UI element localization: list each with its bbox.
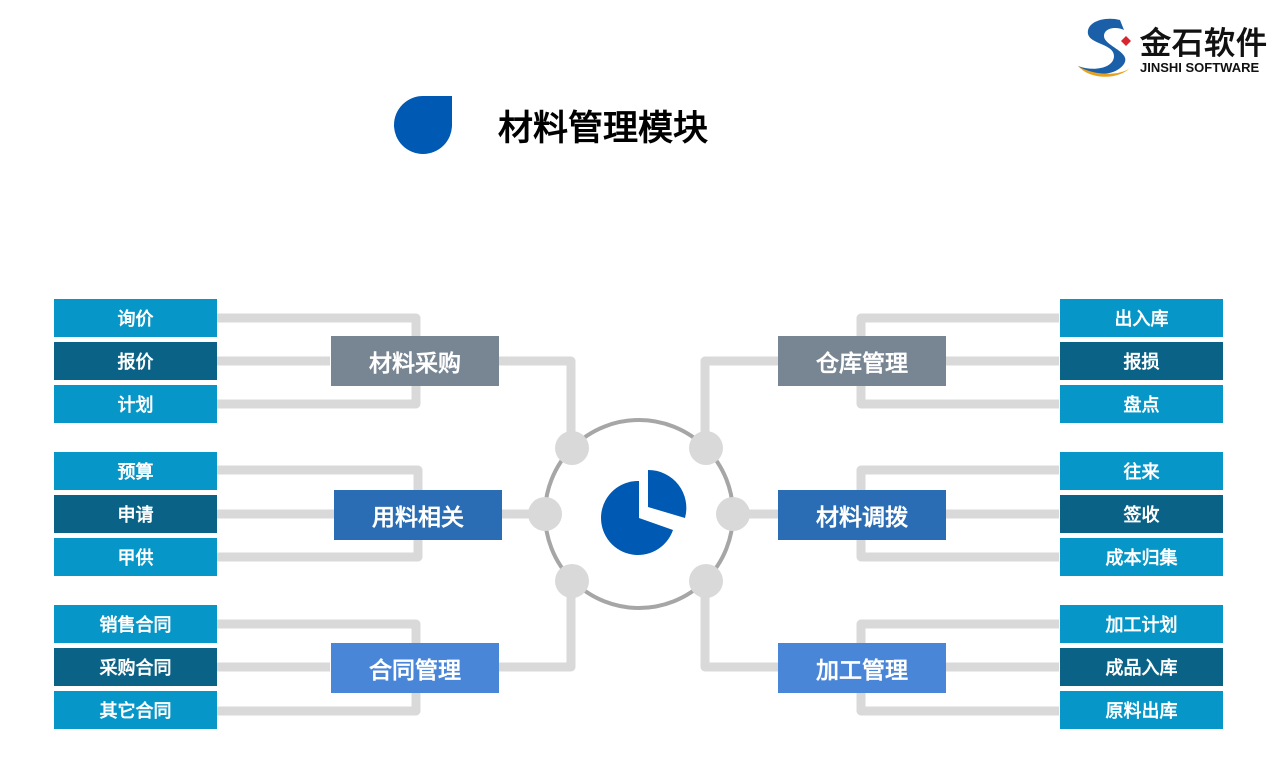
- leaf-item-cost-collection: 成本归集: [1060, 538, 1223, 576]
- leaf-item-transactions: 往来: [1060, 452, 1223, 490]
- leaf-item-purchase-contract: 采购合同: [54, 648, 217, 686]
- ring-node: [689, 564, 723, 598]
- leaf-item-in-out-stock: 出入库: [1060, 299, 1223, 337]
- ring-node: [555, 431, 589, 465]
- leaf-item-receipt: 签收: [1060, 495, 1223, 533]
- ring-node: [528, 497, 562, 531]
- leaf-item-plan: 计划: [54, 385, 217, 423]
- ring-node: [716, 497, 750, 531]
- logo-name: 金石软件: [1140, 26, 1268, 62]
- leaf-item-finished-goods-in: 成品入库: [1060, 648, 1223, 686]
- leaf-item-other-contract: 其它合同: [54, 691, 217, 729]
- leaf-item-damage-report: 报损: [1060, 342, 1223, 380]
- connector-line: [499, 356, 576, 449]
- connector-line: [700, 581, 778, 672]
- connector-line: [499, 581, 576, 672]
- jinshi-s-logo-icon: [1078, 18, 1131, 77]
- hub-material-purchase: 材料采购: [331, 336, 499, 386]
- droplet-icon: [394, 96, 452, 154]
- hub-material-usage: 用料相关: [334, 490, 502, 540]
- pie-chart-icon: [601, 469, 687, 555]
- company-logo: 金石软件 JINSHI SOFTWARE: [1074, 16, 1268, 82]
- hub-warehouse-management: 仓库管理: [778, 336, 946, 386]
- leaf-item-processing-plan: 加工计划: [1060, 605, 1223, 643]
- leaf-item-sales-contract: 销售合同: [54, 605, 217, 643]
- leaf-item-raw-material-out: 原料出库: [1060, 691, 1223, 729]
- page-title: 材料管理模块: [498, 108, 709, 149]
- hub-processing-management: 加工管理: [778, 643, 946, 693]
- hub-contract-management: 合同管理: [331, 643, 499, 693]
- leaf-item-budget: 预算: [54, 452, 217, 490]
- leaf-item-application: 申请: [54, 495, 217, 533]
- leaf-item-inquiry: 询价: [54, 299, 217, 337]
- leaf-item-owner-supply: 甲供: [54, 538, 217, 576]
- logo-english-name: JINSHI SOFTWARE: [1140, 60, 1260, 75]
- leaf-item-quotation: 报价: [54, 342, 217, 380]
- ring-node: [555, 564, 589, 598]
- leaf-item-stocktaking: 盘点: [1060, 385, 1223, 423]
- hub-material-transfer: 材料调拨: [778, 490, 946, 540]
- ring-node: [689, 431, 723, 465]
- title-row: 材料管理模块: [394, 95, 708, 155]
- connector-line: [700, 356, 778, 449]
